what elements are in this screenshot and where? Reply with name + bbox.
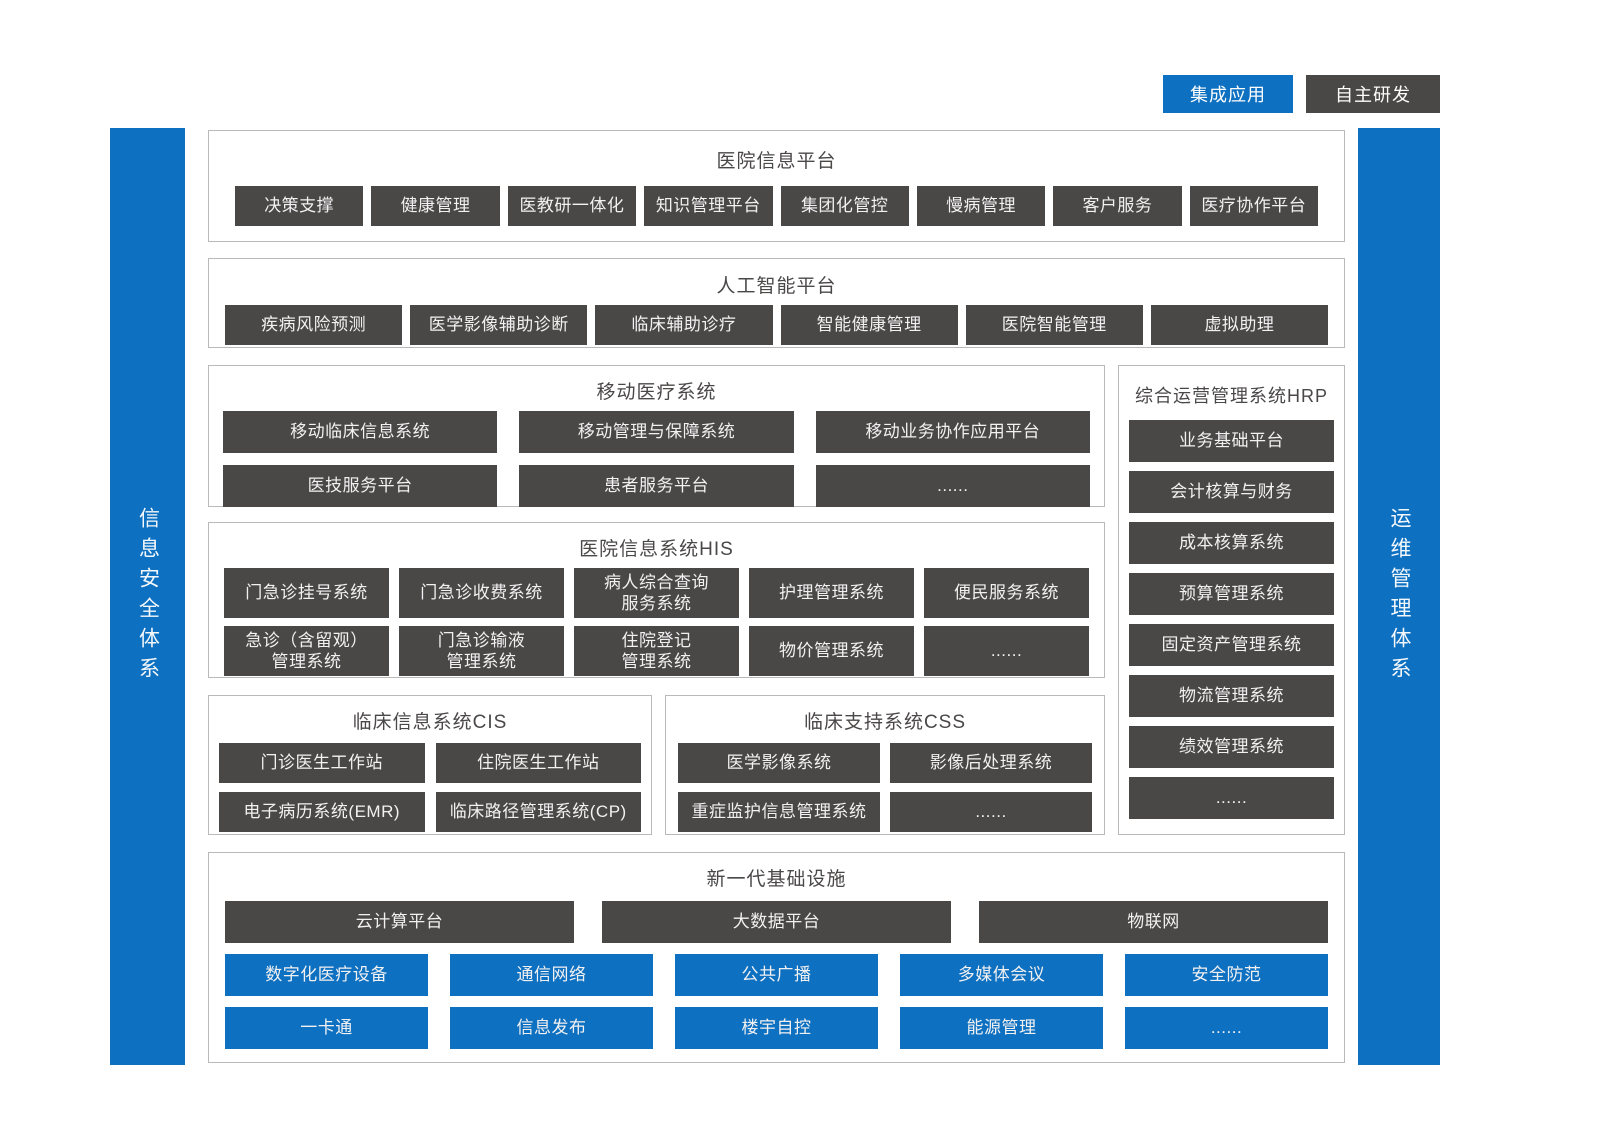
cis-item: 电子病历系统(EMR) xyxy=(219,792,425,832)
his-item: 住院登记 管理系统 xyxy=(574,626,739,676)
infra-blue-item: 通信网络 xyxy=(450,954,653,996)
ai-item: 临床辅助诊疗 xyxy=(595,305,773,345)
hrp-items-column: 业务基础平台会计核算与财务成本核算系统预算管理系统固定资产管理系统物流管理系统绩… xyxy=(1129,420,1334,819)
section-title: 综合运营管理系统HRP xyxy=(1134,386,1328,406)
section-his: 医院信息系统HIS 门急诊挂号系统门急诊收费系统病人综合查询 服务系统护理管理系… xyxy=(208,522,1105,678)
infra-dark-row: 云计算平台大数据平台物联网 xyxy=(225,901,1328,943)
infra-blue-row-2: 一卡通信息发布楼宇自控能源管理...... xyxy=(225,1007,1328,1049)
cis-row-2: 电子病历系统(EMR)临床路径管理系统(CP) xyxy=(219,792,641,832)
platform-item: 医疗协作平台 xyxy=(1189,186,1318,226)
infra-blue-item: 安全防范 xyxy=(1125,954,1328,996)
css-item: 重症监护信息管理系统 xyxy=(678,792,880,832)
platform-items-row: 决策支撑健康管理医教研一体化知识管理平台集团化管控慢病管理客户服务医疗协作平台 xyxy=(235,186,1318,226)
cis-item: 临床路径管理系统(CP) xyxy=(435,792,641,832)
his-item: 门急诊输液 管理系统 xyxy=(399,626,564,676)
cis-item: 住院医生工作站 xyxy=(435,743,641,783)
his-row-1: 门急诊挂号系统门急诊收费系统病人综合查询 服务系统护理管理系统便民服务系统 xyxy=(224,568,1089,618)
ai-item: 医学影像辅助诊断 xyxy=(410,305,588,345)
his-item: 门急诊收费系统 xyxy=(399,568,564,618)
mobile-item: 医技服务平台 xyxy=(223,465,498,507)
legend-integrated-app-badge: 集成应用 xyxy=(1163,75,1293,113)
mobile-item: ...... xyxy=(815,465,1090,507)
mobile-item: 移动业务协作应用平台 xyxy=(815,411,1090,453)
his-item: 便民服务系统 xyxy=(924,568,1089,618)
legend-self-developed-badge: 自主研发 xyxy=(1306,75,1440,113)
ops-management-label: 运维管理体系 xyxy=(1388,506,1411,687)
section-title: 临床支持系统CSS xyxy=(803,712,967,733)
infra-dark-item: 大数据平台 xyxy=(602,901,951,943)
platform-item: 集团化管控 xyxy=(780,186,909,226)
infra-dark-item: 云计算平台 xyxy=(225,901,574,943)
infra-blue-row-1: 数字化医疗设备通信网络公共广播多媒体会议安全防范 xyxy=(225,954,1328,996)
mobile-item: 移动管理与保障系统 xyxy=(519,411,794,453)
platform-item: 知识管理平台 xyxy=(644,186,773,226)
infra-blue-item: 能源管理 xyxy=(900,1007,1103,1049)
mobile-item: 患者服务平台 xyxy=(519,465,794,507)
ai-item: 疾病风险预测 xyxy=(225,305,403,345)
his-item: 门急诊挂号系统 xyxy=(224,568,389,618)
his-item: ...... xyxy=(924,626,1089,676)
hrp-item: 会计核算与财务 xyxy=(1129,471,1334,513)
infra-blue-item: 数字化医疗设备 xyxy=(225,954,428,996)
section-title: 医院信息系统HIS xyxy=(579,539,734,560)
hrp-item: 业务基础平台 xyxy=(1129,420,1334,462)
his-item: 物价管理系统 xyxy=(749,626,914,676)
his-item: 护理管理系统 xyxy=(749,568,914,618)
hrp-item: 绩效管理系统 xyxy=(1129,726,1334,768)
css-item: 医学影像系统 xyxy=(678,743,880,783)
section-css-support: 临床支持系统CSS 医学影像系统影像后处理系统 重症监护信息管理系统...... xyxy=(665,695,1105,835)
ai-item: 智能健康管理 xyxy=(780,305,958,345)
infra-blue-item: 公共广播 xyxy=(675,954,878,996)
platform-item: 客户服务 xyxy=(1053,186,1182,226)
section-title: 人工智能平台 xyxy=(716,276,837,297)
css-row-1: 医学影像系统影像后处理系统 xyxy=(678,743,1092,783)
infra-blue-item: 信息发布 xyxy=(450,1007,653,1049)
css-item: ...... xyxy=(890,792,1092,832)
cis-row-1: 门诊医生工作站住院医生工作站 xyxy=(219,743,641,783)
section-title: 临床信息系统CIS xyxy=(352,712,508,733)
ops-management-sidebar: 运维管理体系 xyxy=(1358,128,1440,1065)
hrp-item: ...... xyxy=(1129,777,1334,819)
hrp-item: 固定资产管理系统 xyxy=(1129,624,1334,666)
section-infrastructure: 新一代基础设施 云计算平台大数据平台物联网 数字化医疗设备通信网络公共广播多媒体… xyxy=(208,852,1345,1063)
infra-dark-item: 物联网 xyxy=(979,901,1328,943)
section-title: 移动医疗系统 xyxy=(596,382,717,403)
hrp-item: 预算管理系统 xyxy=(1129,573,1334,615)
platform-item: 健康管理 xyxy=(371,186,500,226)
mobile-item: 移动临床信息系统 xyxy=(223,411,498,453)
css-row-2: 重症监护信息管理系统...... xyxy=(678,792,1092,832)
css-item: 影像后处理系统 xyxy=(890,743,1092,783)
info-security-label: 信息安全体系 xyxy=(136,506,160,687)
ai-item: 医院智能管理 xyxy=(965,305,1143,345)
infra-blue-item: ...... xyxy=(1125,1007,1328,1049)
infra-blue-item: 楼宇自控 xyxy=(675,1007,878,1049)
ai-items-row: 疾病风险预测医学影像辅助诊断临床辅助诊疗智能健康管理医院智能管理虚拟助理 xyxy=(225,305,1329,345)
hrp-item: 成本核算系统 xyxy=(1129,522,1334,564)
platform-item: 医教研一体化 xyxy=(507,186,637,226)
platform-item: 慢病管理 xyxy=(916,186,1046,226)
infra-blue-item: 一卡通 xyxy=(225,1007,428,1049)
cis-item: 门诊医生工作站 xyxy=(219,743,425,783)
section-hospital-info-platform: 医院信息平台 决策支撑健康管理医教研一体化知识管理平台集团化管控慢病管理客户服务… xyxy=(208,130,1345,242)
mobile-row-1: 移动临床信息系统移动管理与保障系统移动业务协作应用平台 xyxy=(223,411,1090,453)
section-ai-platform: 人工智能平台 疾病风险预测医学影像辅助诊断临床辅助诊疗智能健康管理医院智能管理虚… xyxy=(208,258,1345,348)
info-security-sidebar: 信息安全体系 xyxy=(110,128,185,1065)
mobile-row-2: 医技服务平台患者服务平台...... xyxy=(223,465,1090,507)
section-cis: 临床信息系统CIS 门诊医生工作站住院医生工作站 电子病历系统(EMR)临床路径… xyxy=(208,695,652,835)
platform-item: 决策支撑 xyxy=(235,186,364,226)
hrp-item: 物流管理系统 xyxy=(1129,675,1334,717)
section-title: 医院信息平台 xyxy=(716,151,837,172)
his-row-2: 急诊（含留观） 管理系统门急诊输液 管理系统住院登记 管理系统物价管理系统...… xyxy=(224,626,1089,676)
section-hrp: 综合运营管理系统HRP 业务基础平台会计核算与财务成本核算系统预算管理系统固定资… xyxy=(1118,365,1345,835)
his-item: 急诊（含留观） 管理系统 xyxy=(224,626,389,676)
section-title: 新一代基础设施 xyxy=(706,869,847,890)
ai-item: 虚拟助理 xyxy=(1150,305,1329,345)
his-item: 病人综合查询 服务系统 xyxy=(574,568,739,618)
infra-blue-item: 多媒体会议 xyxy=(900,954,1103,996)
section-mobile-medical: 移动医疗系统 移动临床信息系统移动管理与保障系统移动业务协作应用平台 医技服务平… xyxy=(208,365,1105,507)
